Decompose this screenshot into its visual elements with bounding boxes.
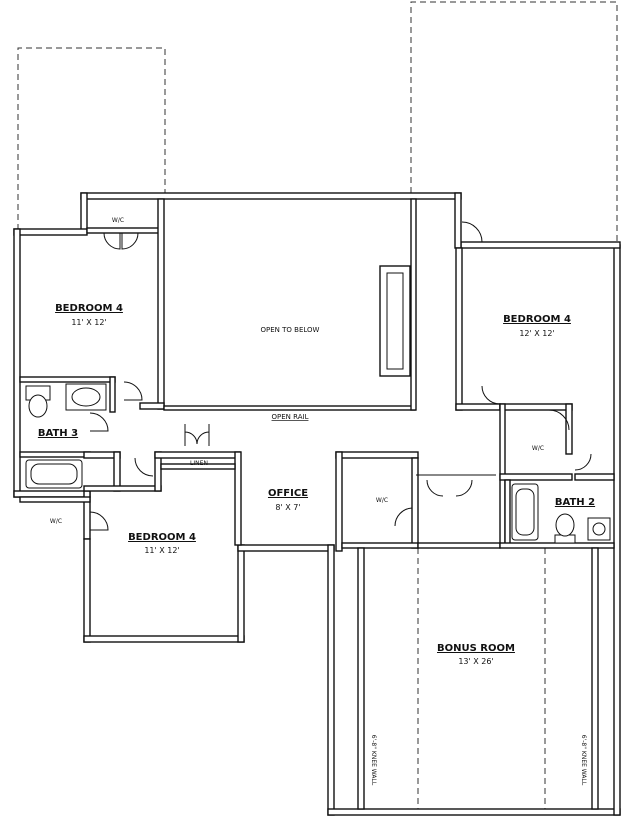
bath2-label: BATH 2 <box>555 497 595 508</box>
bonus-room-dim: 13' X 26' <box>458 657 493 666</box>
linen-label: LINEN <box>190 460 208 467</box>
knee-wall-left-label: 6'-8" KNEE WALL <box>370 735 377 786</box>
wic-ne-label: W/C <box>532 445 544 452</box>
exterior-walls <box>13 192 621 816</box>
bonus-room-label: BONUS ROOM <box>437 643 515 654</box>
wic-sw-label: W/C <box>50 518 62 525</box>
roof-outlines <box>17 1 618 812</box>
bedroom-nw-label: BEDROOM 4 <box>55 303 123 314</box>
open-to-below-label: OPEN TO BELOW <box>261 326 320 334</box>
interior-walls <box>19 198 615 810</box>
bath-fixtures <box>25 383 611 544</box>
bedroom-ne-label: BEDROOM 4 <box>503 314 571 325</box>
bedroom-ne-dim: 12' X 12' <box>519 329 554 338</box>
office-label: OFFICE <box>268 488 308 499</box>
bedroom-sw-dim: 11' X 12' <box>144 546 179 555</box>
wic-nw-label: W/C <box>112 217 124 224</box>
office-dim: 8' X 7' <box>275 503 300 512</box>
doors <box>89 221 592 531</box>
knee-wall-right-label: 6'-8" KNEE WALL <box>580 735 587 786</box>
bedroom-nw-dim: 11' X 12' <box>71 318 106 327</box>
bath3-label: BATH 3 <box>38 428 78 439</box>
wic-center-label: W/C <box>376 497 388 504</box>
room-labels: W/C BEDROOM 4 11' X 12' OPEN TO BELOW OP… <box>38 217 595 786</box>
open-rail-label: OPEN RAIL <box>272 413 309 421</box>
bedroom-sw-label: BEDROOM 4 <box>128 532 196 543</box>
